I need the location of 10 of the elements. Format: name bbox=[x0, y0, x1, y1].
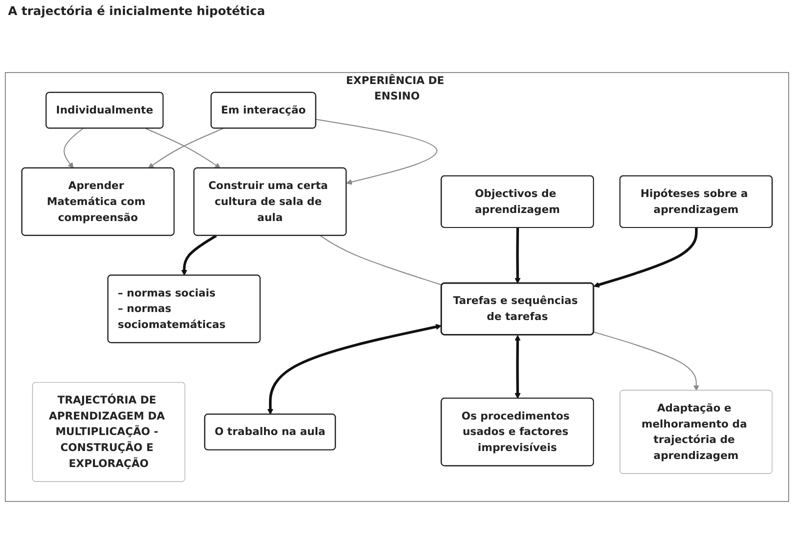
arrow bbox=[593, 332, 700, 391]
arrow bbox=[181, 234, 217, 276]
connector bbox=[320, 235, 443, 286]
arrow bbox=[514, 334, 521, 399]
arrow bbox=[594, 228, 698, 288]
arrow bbox=[316, 118, 438, 185]
arrow bbox=[267, 324, 442, 415]
arrow bbox=[64, 128, 84, 168]
arrow bbox=[514, 228, 521, 284]
note-text: A trajectória é inicialmente hipotética bbox=[8, 4, 266, 18]
